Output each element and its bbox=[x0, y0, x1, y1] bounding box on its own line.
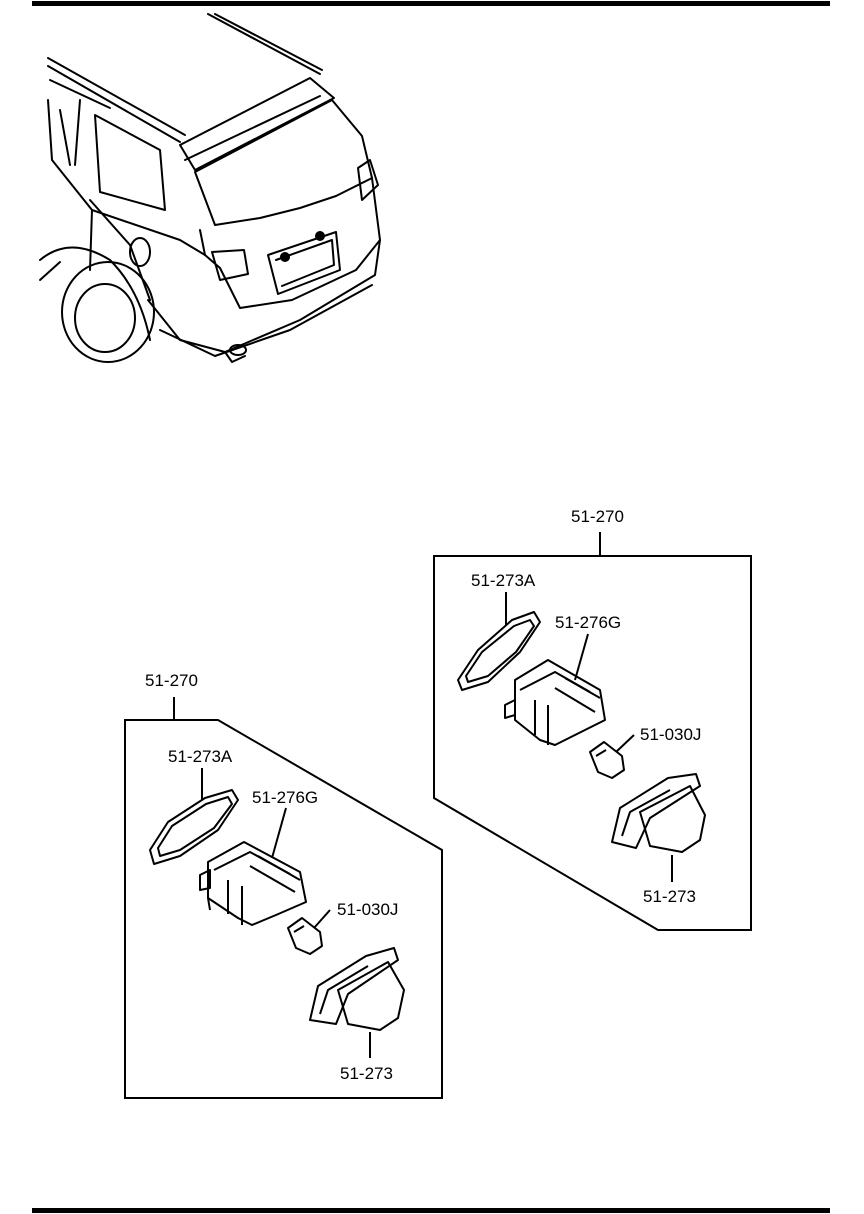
group-frame bbox=[124, 719, 443, 1099]
assembly-group-left: 51-270 51-273A 51-276G bbox=[124, 671, 443, 1099]
assembly-number-label: 51-270 bbox=[571, 507, 624, 526]
vehicle-rear-illustration bbox=[39, 13, 381, 363]
lens-gasket-part bbox=[457, 611, 541, 691]
lens-gasket-part bbox=[149, 789, 239, 865]
group-frame bbox=[433, 555, 752, 931]
bulb-part bbox=[589, 741, 625, 779]
socket-part bbox=[199, 841, 307, 926]
bulb-part bbox=[287, 917, 323, 955]
assembly-number-label: 51-270 bbox=[145, 671, 198, 690]
leader-line bbox=[615, 734, 635, 753]
lamp-body-part bbox=[309, 947, 405, 1031]
bulb-label: 51-030J bbox=[337, 900, 398, 919]
bulb-label: 51-030J bbox=[640, 725, 701, 744]
lamp-body-label: 51-273 bbox=[340, 1064, 393, 1083]
leader-line bbox=[574, 633, 589, 681]
lens-gasket-label: 51-273A bbox=[168, 747, 233, 766]
socket-label: 51-276G bbox=[252, 788, 318, 807]
lens-gasket-label: 51-273A bbox=[471, 571, 536, 590]
assembly-group-right: 51-270 51-273A 51-276G bbox=[433, 507, 752, 931]
leader-line bbox=[271, 807, 287, 859]
leader-line bbox=[313, 909, 331, 929]
lamp-body-part bbox=[611, 773, 706, 853]
top-rule bbox=[32, 1, 830, 6]
socket-label: 51-276G bbox=[555, 613, 621, 632]
socket-part bbox=[504, 659, 606, 746]
lamp-body-label: 51-273 bbox=[643, 887, 696, 906]
bottom-rule bbox=[32, 1208, 830, 1213]
